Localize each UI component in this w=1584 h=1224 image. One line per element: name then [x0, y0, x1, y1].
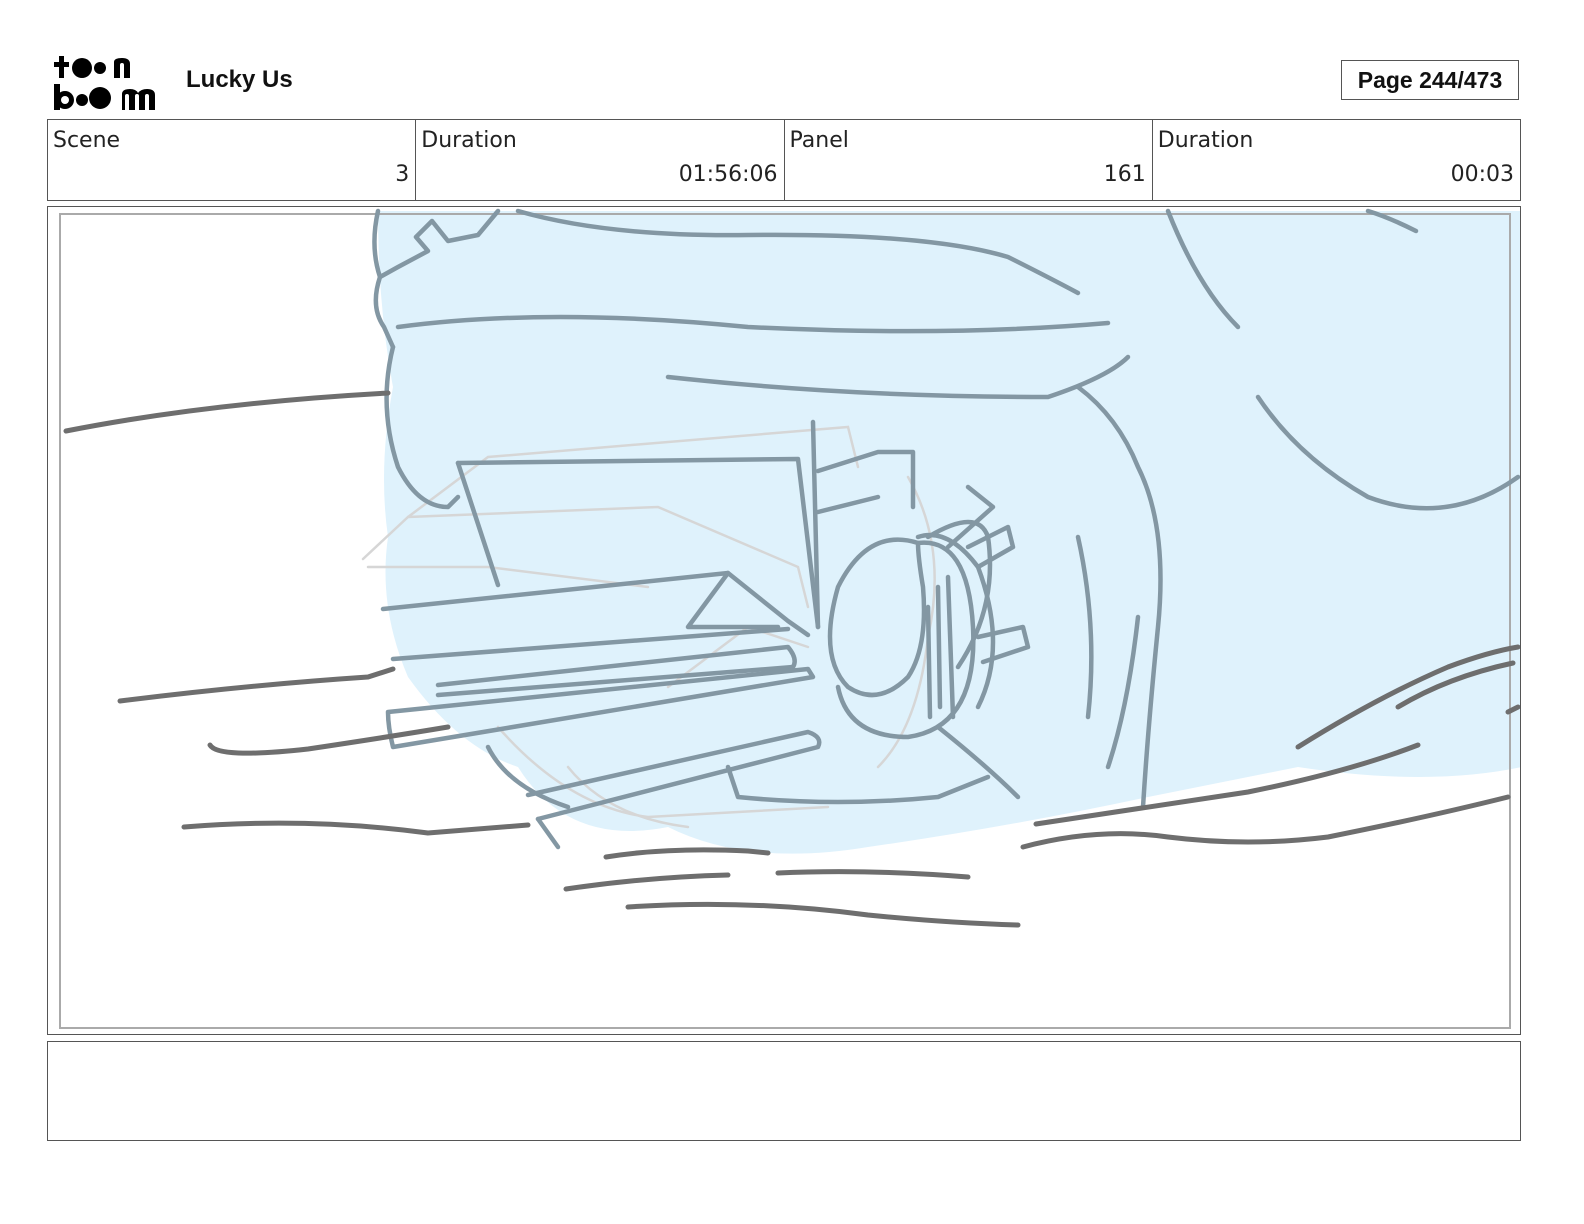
scene-label: Scene: [53, 128, 121, 153]
panel-cell: Panel 161: [785, 120, 1153, 200]
scene-duration-cell: Duration 01:56:06: [416, 120, 785, 200]
scene-cell: Scene 3: [48, 120, 417, 200]
project-title: Lucky Us: [186, 66, 293, 93]
panel-duration-label: Duration: [1157, 128, 1254, 153]
scene-value: 3: [395, 162, 410, 187]
panel-label: Panel: [789, 128, 849, 153]
sketch-fill: [378, 211, 1520, 854]
ground-lines: [63, 390, 1520, 928]
scene-duration-value: 01:56:06: [678, 162, 778, 187]
page-indicator: Page 244/473: [1341, 60, 1519, 100]
panel-info-row: Scene 3 Duration 01:56:06 Panel 161 Dura…: [47, 119, 1521, 201]
panel-value: 161: [1103, 162, 1146, 187]
panel-notes-box: [47, 1041, 1521, 1141]
character-lines: [372, 208, 1520, 850]
safe-frame: [59, 213, 1511, 1029]
panel-duration-cell: Duration 00:03: [1153, 120, 1520, 200]
lens-shape: [827, 537, 976, 740]
toon-boom-logo-icon: [54, 56, 155, 110]
scene-duration-label: Duration: [421, 128, 517, 153]
panel-duration-value: 00:03: [1450, 162, 1514, 187]
panel-sketch: [59, 208, 1520, 1029]
page-label: Page 244/473: [1357, 66, 1503, 93]
storyboard-panel: [47, 206, 1521, 1035]
